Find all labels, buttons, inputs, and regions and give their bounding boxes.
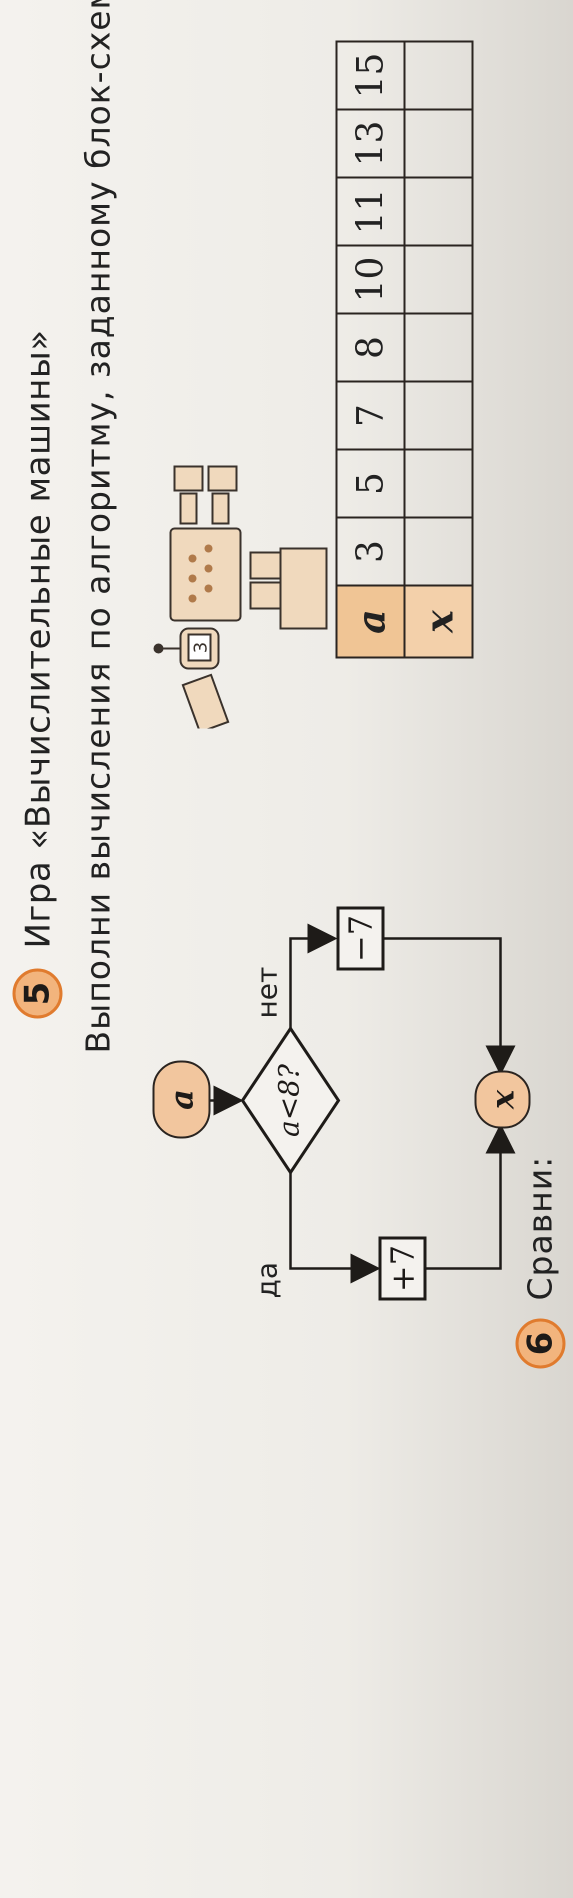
robot-leg-upper: [179, 492, 197, 524]
table-cell-x-input[interactable]: [404, 517, 472, 585]
task-6-number-badge: 6: [515, 1318, 565, 1368]
table-header-a: a: [336, 585, 404, 657]
flowchart-result-terminal: x: [474, 1070, 530, 1128]
robot-leg-lower: [211, 492, 229, 524]
flowchart-minus7-block: −7: [336, 906, 384, 970]
robot-abacus: [279, 547, 327, 629]
flowchart-yes-label: да: [250, 1261, 283, 1298]
robot-body: [169, 527, 241, 621]
table-cell-x-input[interactable]: [404, 245, 472, 313]
table-cell-a: 10: [336, 245, 404, 313]
table-cell-a: 3: [336, 517, 404, 585]
table-cell-x-input[interactable]: [404, 313, 472, 381]
arrow-minus7-to-result: [382, 936, 515, 1075]
arrow-yes-branch: [288, 1172, 380, 1283]
robot-arm-paper: [181, 673, 229, 728]
flowchart-condition-text: a<8?: [272, 1063, 305, 1137]
flowchart-plus7-block: +7: [378, 1236, 426, 1300]
table-cell-x-input[interactable]: [404, 381, 472, 449]
robot-illustration: 3: [153, 465, 327, 728]
robot-foot: [173, 465, 203, 491]
table-cell-a: 7: [336, 381, 404, 449]
table-cell-x-input[interactable]: [404, 41, 472, 109]
table-cell-x-input[interactable]: [404, 449, 472, 517]
arrow-plus7-to-result: [425, 1123, 515, 1270]
table-header-x: x: [404, 585, 472, 657]
table-cell-a: 11: [336, 177, 404, 245]
table-cell-a: 13: [336, 109, 404, 177]
arrow-no-branch: [288, 923, 337, 1028]
robot-screen-digit: 3: [190, 641, 211, 652]
condition-diamond: [240, 1025, 340, 1175]
table-row-x: x: [404, 41, 472, 657]
calculation-table: a 3 5 7 8 10 11 13 15 x: [335, 40, 473, 658]
table-cell-a: 8: [336, 313, 404, 381]
task-6-text: Сравни:: [520, 1155, 559, 1300]
flowchart-no-label: нет: [250, 966, 283, 1018]
table-cell-a: 15: [336, 41, 404, 109]
table-cell-x-input[interactable]: [404, 109, 472, 177]
table-cell-x-input[interactable]: [404, 177, 472, 245]
flowchart-start-terminal: a: [152, 1060, 210, 1138]
table-row-a: a 3 5 7 8 10 11 13 15: [336, 41, 404, 657]
robot-foot-2: [207, 465, 237, 491]
table-cell-a: 5: [336, 449, 404, 517]
